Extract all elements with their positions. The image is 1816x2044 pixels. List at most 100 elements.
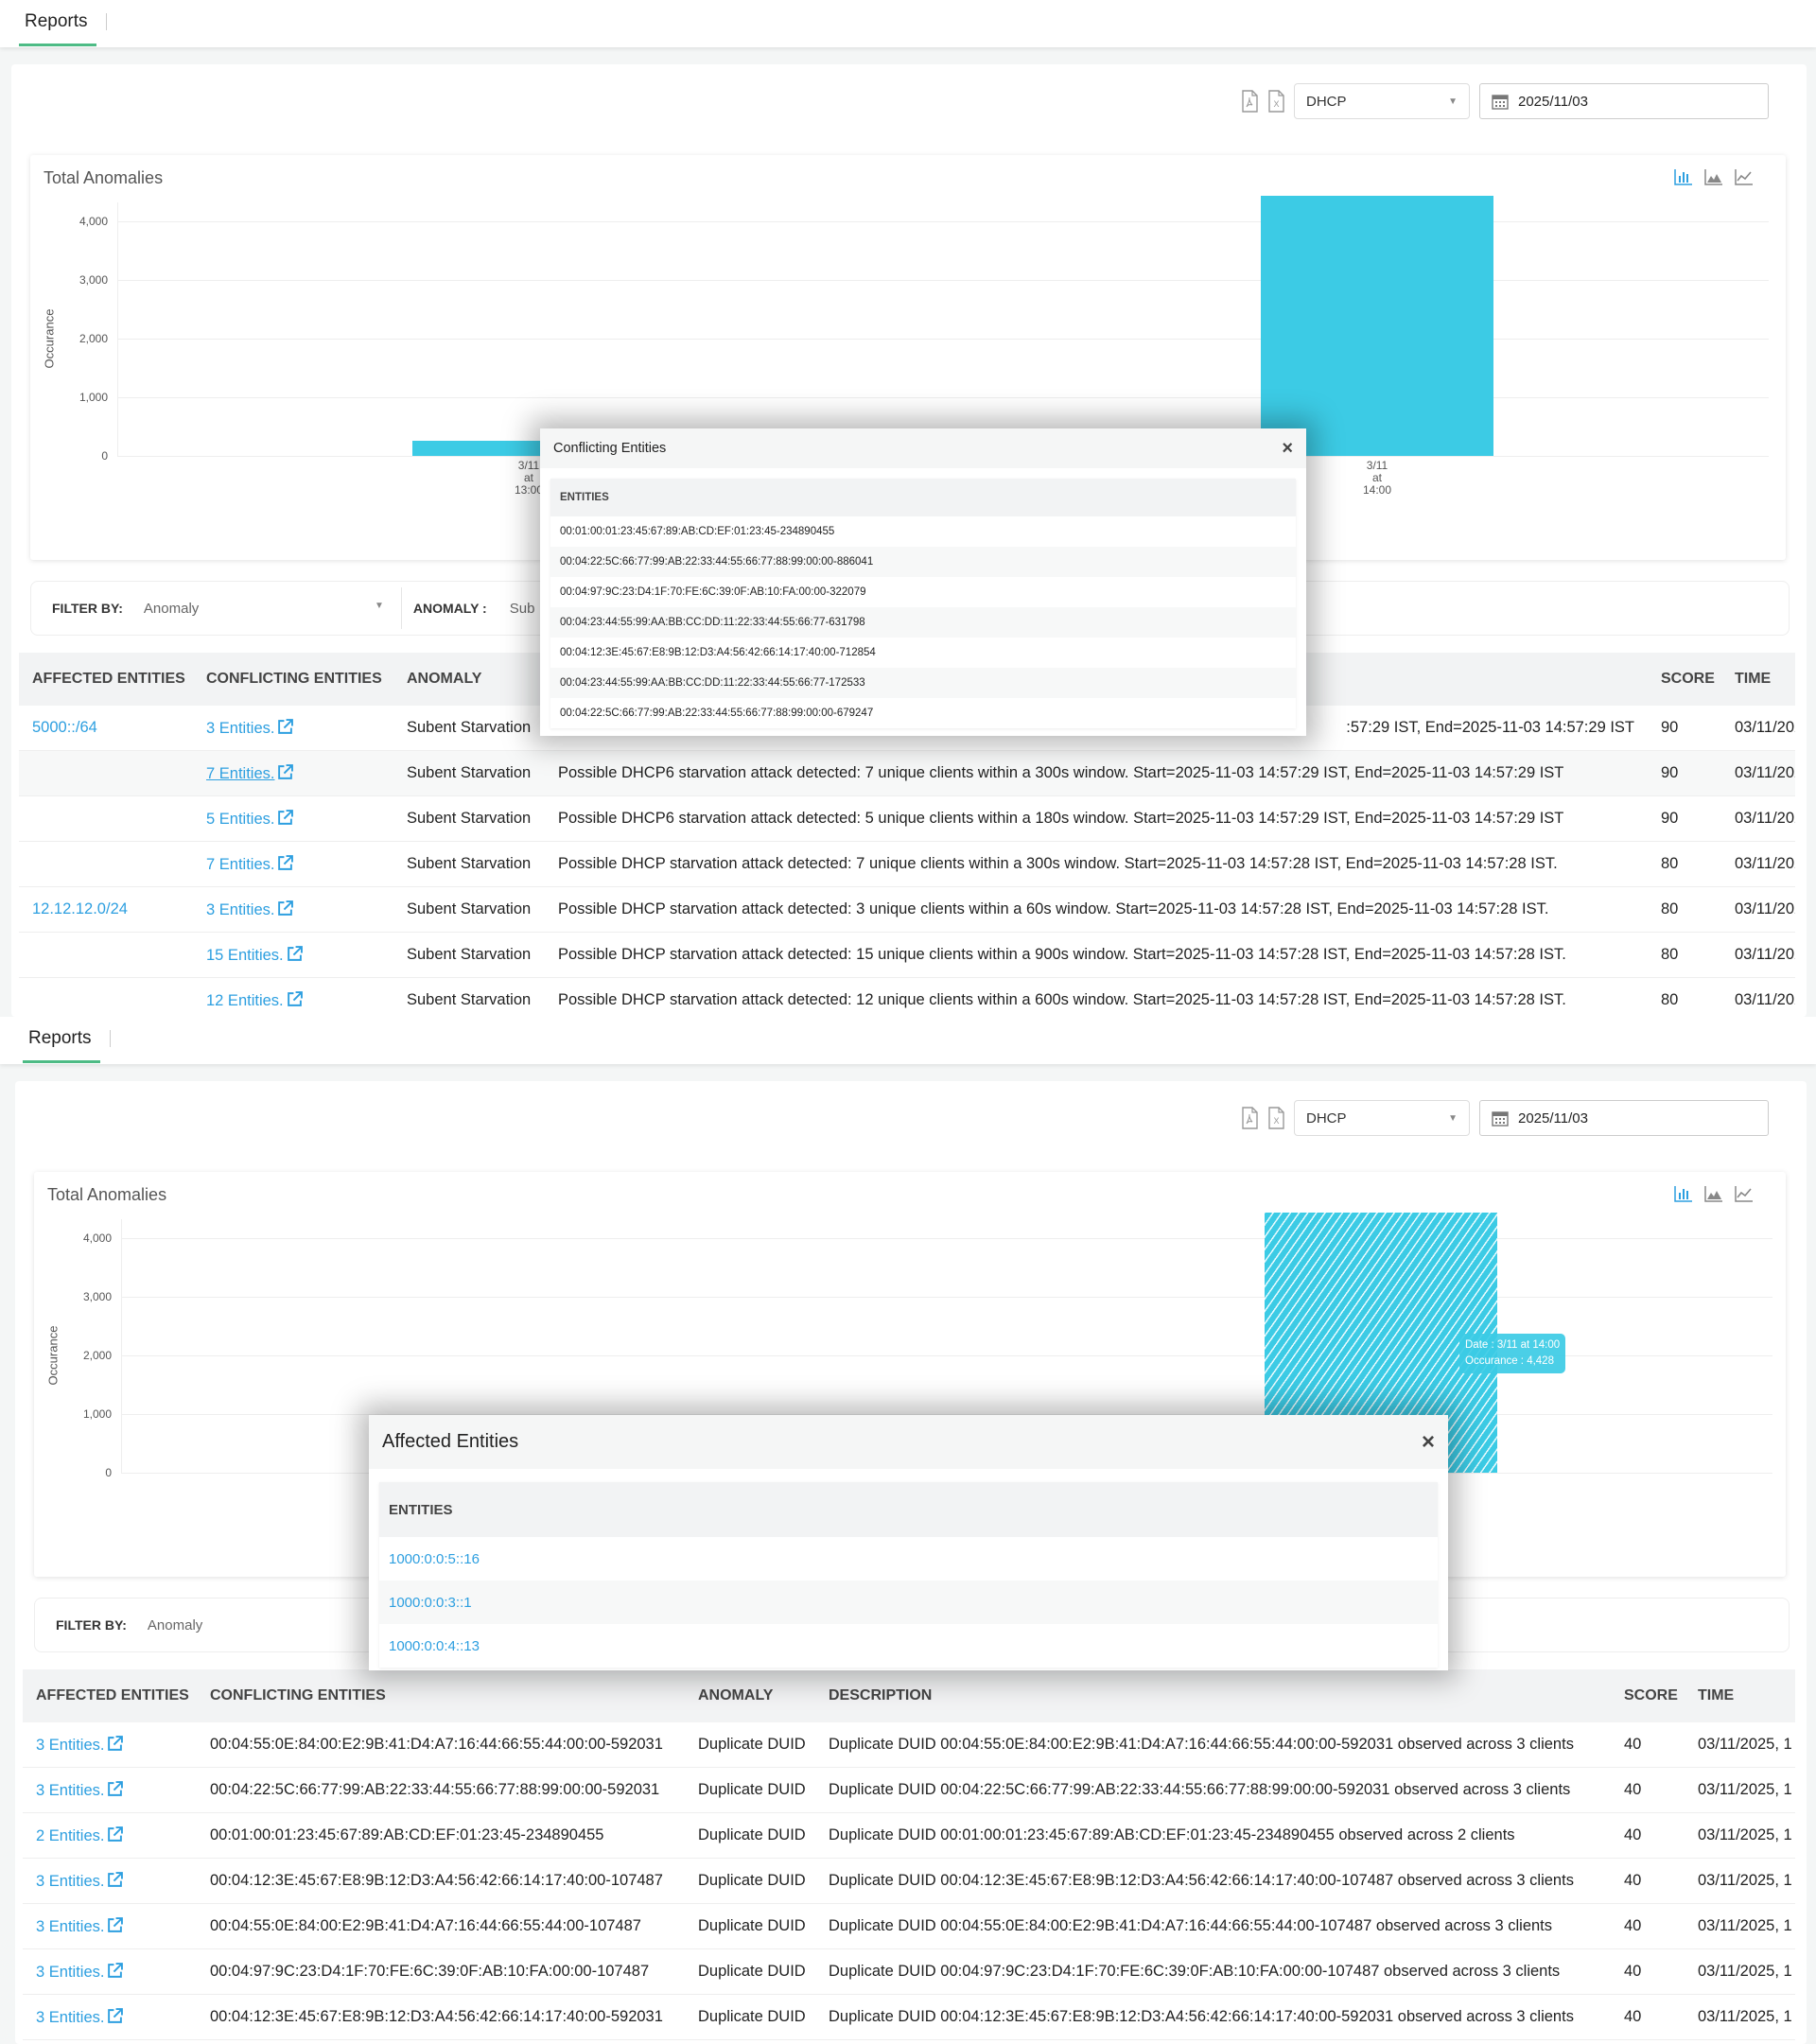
excel-export-icon[interactable]: X [1267,90,1284,113]
conflicting-entities-link[interactable]: 7 Entities. [193,854,393,874]
time-cell: 03/11/202 [1735,855,1795,872]
table-row[interactable]: 2 Entities. 00:01:00:01:23:45:67:89:AB:C… [23,1813,1795,1859]
bar-14-00[interactable] [1261,196,1493,456]
table-row[interactable]: 3 Entities. 00:04:55:0E:84:00:E2:9B:41:D… [23,1904,1795,1949]
calendar-icon [1492,1111,1509,1127]
anomaly-cell: Duplicate DUID [698,1826,806,1843]
table-row[interactable]: 7 Entities. Subent Starvation Possible D… [19,751,1795,796]
table-row[interactable]: 12 Entities. Subent Starvation Possible … [19,978,1795,1017]
protocol-select[interactable]: DHCP ▼ [1294,83,1470,119]
x-tick-at: at [1371,471,1382,484]
tab-reports[interactable]: Reports [25,11,88,31]
table-row[interactable]: 15 Entities. Subent Starvation Possible … [19,933,1795,978]
affected-entities-link[interactable]: 3 Entities. [23,1916,197,1936]
pdf-export-icon[interactable] [1241,90,1258,113]
table-row[interactable]: 3 Entities. 00:04:97:9C:23:D4:1F:70:FE:6… [23,1949,1795,1995]
external-link-icon [287,990,303,1006]
pdf-export-icon[interactable] [1241,1107,1258,1129]
filter-by-select[interactable]: Anomaly ▼ [144,601,390,617]
table-row[interactable]: 3 Entities. 00:04:55:0E:84:00:E2:9B:41:D… [23,1722,1795,1768]
tooltip-date: Date : 3/11 at 14:00 [1465,1339,1561,1351]
active-tab-indicator [23,1060,100,1063]
line-chart-icon[interactable] [1735,1185,1754,1202]
external-link-icon [108,2007,124,2023]
conflicting-entities-link[interactable]: 12 Entities. [193,990,393,1010]
col-anomaly[interactable]: ANOMALY [407,671,482,687]
score-cell: 80 [1661,991,1679,1008]
date-picker[interactable]: 2025/11/03 [1479,1100,1769,1136]
entity-row: 00:04:22:5C:66:77:99:AB:22:33:44:55:66:7… [550,547,1296,577]
close-icon[interactable]: × [1282,437,1293,459]
x-tick-time: 14:00 [1362,483,1392,497]
col-time[interactable]: TIME [1698,1687,1735,1703]
table-row[interactable]: 3 Entities. 00:04:22:5C:66:77:99:AB:22:3… [23,1768,1795,1813]
entity-row: 00:04:22:5C:66:77:99:AB:22:33:44:55:66:7… [560,708,874,719]
affected-entity-link[interactable]: 5000::/64 [32,719,97,736]
score-cell: 80 [1661,900,1679,917]
affected-entities-link[interactable]: 3 Entities. [23,2007,197,2027]
y-tick: 2,000 [79,332,108,345]
filter-by-select[interactable]: Anomaly [147,1616,203,1633]
chart-type-switcher [1674,1185,1754,1202]
anomaly-cell: Subent Starvation [407,900,532,917]
affected-entities-link[interactable]: 2 Entities. [23,1826,197,1845]
time-cell: 03/11/202 [1735,764,1795,781]
svg-text:X: X [1273,1116,1279,1126]
anomaly-cell: Subent Starvation [407,946,532,963]
conflicting-entities-link[interactable]: 5 Entities. [193,809,393,829]
col-conflicting-entities[interactable]: CONFLICTING ENTITIES [206,671,382,687]
excel-export-icon[interactable]: X [1267,1107,1284,1129]
affected-entities-link[interactable]: 3 Entities. [23,1962,197,1982]
entity-link[interactable]: 1000:0:0:3::1 [379,1581,1438,1624]
col-score[interactable]: SCORE [1624,1687,1678,1703]
col-conflicting-entities[interactable]: CONFLICTING ENTITIES [210,1687,386,1703]
bar-chart-icon[interactable] [1674,168,1693,185]
table-row[interactable]: 5000::/64 3 Entities. Subent Starvation … [19,706,1795,751]
protocol-select[interactable]: DHCP ▼ [1294,1100,1470,1136]
close-icon[interactable]: × [1421,1428,1435,1455]
gridline: 2,000 [83,1349,1772,1362]
modal-header: Affected Entities × [369,1415,1448,1469]
entity-link[interactable]: 1000:0:0:4::13 [389,1637,480,1654]
description-cell: Possible DHCP6 starvation attack detecte… [558,810,1564,827]
entity-link[interactable]: 1000:0:0:5::16 [389,1550,480,1567]
conflicting-entities-link[interactable]: 3 Entities. [193,718,393,738]
chart-title: Total Anomalies [44,168,164,187]
table-row[interactable]: 7 Entities. Subent Starvation Possible D… [19,842,1795,887]
affected-entities-link[interactable]: 3 Entities. [23,1871,197,1891]
time-cell: 03/11/2025, 1 [1698,1736,1792,1753]
conflicting-entities-link[interactable]: 7 Entities. [193,763,393,783]
external-link-icon [108,1962,124,1978]
affected-entity-link[interactable]: 12.12.12.0/24 [32,900,128,917]
gridline: 3,000 [83,1290,1772,1303]
description-cell: Duplicate DUID 00:04:97:9C:23:D4:1F:70:F… [829,1963,1561,1980]
area-chart-icon[interactable] [1704,168,1723,185]
col-affected-entities[interactable]: AFFECTED ENTITIES [36,1687,189,1703]
conflicting-entities-link[interactable]: 15 Entities. [193,945,393,965]
table-row[interactable]: 12.12.12.0/24 3 Entities. Subent Starvat… [19,887,1795,933]
affected-entities-link[interactable]: 3 Entities. [23,1780,197,1800]
anomaly-cell: Duplicate DUID [698,1963,806,1980]
bar-chart-icon[interactable] [1674,1185,1693,1202]
external-link-icon [278,809,294,825]
col-affected-entities[interactable]: AFFECTED ENTITIES [32,671,185,687]
affected-entities-link[interactable]: 3 Entities. [23,1735,197,1755]
line-chart-icon[interactable] [1735,168,1754,185]
conflicting-entities-link[interactable]: 3 Entities. [193,900,393,919]
score-cell: 40 [1624,1917,1642,1934]
score-cell: 80 [1661,855,1679,872]
col-anomaly[interactable]: ANOMALY [698,1687,774,1703]
col-time[interactable]: TIME [1735,671,1772,687]
table-row[interactable]: 5 Entities. Subent Starvation Possible D… [19,796,1795,842]
table-row[interactable]: 3 Entities. 00:04:12:3E:45:67:E8:9B:12:D… [23,1995,1795,2040]
description-cell: Possible DHCP starvation attack detected… [558,900,1549,917]
anomaly-select[interactable]: Sub [509,600,535,617]
table-row[interactable]: 3 Entities. 00:04:12:3E:45:67:E8:9B:12:D… [23,1859,1795,1904]
date-picker[interactable]: 2025/11/03 [1479,83,1769,119]
col-score[interactable]: SCORE [1661,671,1715,687]
tooltip-occurance: Occurance : 4,428 [1465,1355,1554,1367]
svg-text:X: X [1273,99,1279,109]
tab-reports[interactable]: Reports [28,1028,92,1048]
area-chart-icon[interactable] [1704,1185,1723,1202]
col-description[interactable]: DESCRIPTION [829,1687,933,1703]
